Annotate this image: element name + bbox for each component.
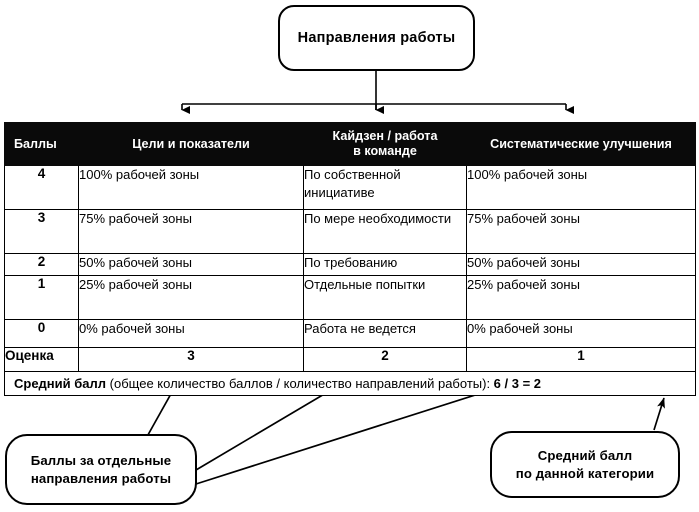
row-score-value: 2 <box>4 253 79 276</box>
row-goals-value: 50% рабочей зоны <box>78 253 304 276</box>
row-score-value: 0 <box>4 319 79 348</box>
row-score-value: 1 <box>4 275 79 320</box>
header-kaizen-line2: в команде <box>353 144 417 158</box>
table-header: Баллы Цели и показатели Кайдзен / работа… <box>4 122 696 166</box>
callout-average-line2: по данной категории <box>515 465 655 481</box>
average-callout-pointer <box>653 397 665 431</box>
table-body: 4 100% рабочей зоны По собственной иници… <box>4 165 696 396</box>
row-kaizen-value: По собственной инициативе <box>303 165 467 210</box>
header-cell-kaizen: Кайдзен / работа в команде <box>303 122 467 166</box>
table-row: 0 0% рабочей зоны Работа не ведется 0% р… <box>4 319 696 348</box>
row-kaizen-value: По требованию <box>303 253 467 276</box>
top-node-label: Направления работы <box>297 29 456 46</box>
header-kaizen-line1: Кайдзен / работа <box>332 129 438 144</box>
scoring-matrix-table: Баллы Цели и показатели Кайдзен / работа… <box>4 122 696 396</box>
row-systematic-value: 0% рабочей зоны <box>466 319 696 348</box>
callout-category-average[interactable]: Средний балл по данной категории <box>490 431 680 498</box>
callout-individual-scores[interactable]: Баллы за отдельные направления работы <box>5 434 197 505</box>
rating-row: Оценка 3 2 1 <box>4 347 696 372</box>
row-systematic-value: 75% рабочей зоны <box>466 209 696 254</box>
rating-value-goals: 3 <box>78 347 304 372</box>
average-row-formula: (общее количество баллов / количество на… <box>106 375 494 391</box>
row-kaizen-value: Работа не ведется <box>303 319 467 348</box>
row-score-value: 4 <box>4 165 79 210</box>
rating-value-systematic: 1 <box>466 347 696 372</box>
callout-scores-line2: направления работы <box>30 470 172 486</box>
callout-scores-label: Баллы за отдельные направления работы <box>31 452 171 487</box>
header-cell-systematic: Систематические улучшения <box>466 122 696 166</box>
row-score-value: 3 <box>4 209 79 254</box>
top-node-work-directions[interactable]: Направления работы <box>278 5 475 71</box>
table-row: 1 25% рабочей зоны Отдельные попытки 25%… <box>4 275 696 320</box>
header-cell-goals: Цели и показатели <box>78 122 304 166</box>
rating-row-label: Оценка <box>4 347 79 372</box>
average-row-cell: Средний балл (общее количество баллов / … <box>4 371 696 396</box>
callout-average-label: Средний балл по данной категории <box>516 447 654 482</box>
average-row-label: Средний балл <box>14 375 107 391</box>
row-kaizen-value: Отдельные попытки <box>303 275 467 320</box>
top-node-distribution-connector <box>181 71 574 114</box>
callout-average-line1: Средний балл <box>537 448 633 464</box>
rating-value-kaizen: 2 <box>303 347 467 372</box>
callout-scores-line1: Баллы за отдельные <box>30 453 172 469</box>
row-systematic-value: 100% рабочей зоны <box>466 165 696 210</box>
average-row-result: 6 / 3 = 2 <box>493 375 542 391</box>
header-row: Баллы Цели и показатели Кайдзен / работа… <box>4 122 696 166</box>
row-systematic-value: 50% рабочей зоны <box>466 253 696 276</box>
row-goals-value: 100% рабочей зоны <box>78 165 304 210</box>
header-cell-score: Баллы <box>4 122 79 166</box>
table-row: 3 75% рабочей зоны По мере необходимости… <box>4 209 696 254</box>
row-systematic-value: 25% рабочей зоны <box>466 275 696 320</box>
row-kaizen-value: По мере необходимости <box>303 209 467 254</box>
table-row: 2 50% рабочей зоны По требованию 50% раб… <box>4 253 696 276</box>
average-row: Средний балл (общее количество баллов / … <box>4 371 696 396</box>
table-row: 4 100% рабочей зоны По собственной иници… <box>4 165 696 210</box>
row-goals-value: 0% рабочей зоны <box>78 319 304 348</box>
row-goals-value: 25% рабочей зоны <box>78 275 304 320</box>
row-goals-value: 75% рабочей зоны <box>78 209 304 254</box>
